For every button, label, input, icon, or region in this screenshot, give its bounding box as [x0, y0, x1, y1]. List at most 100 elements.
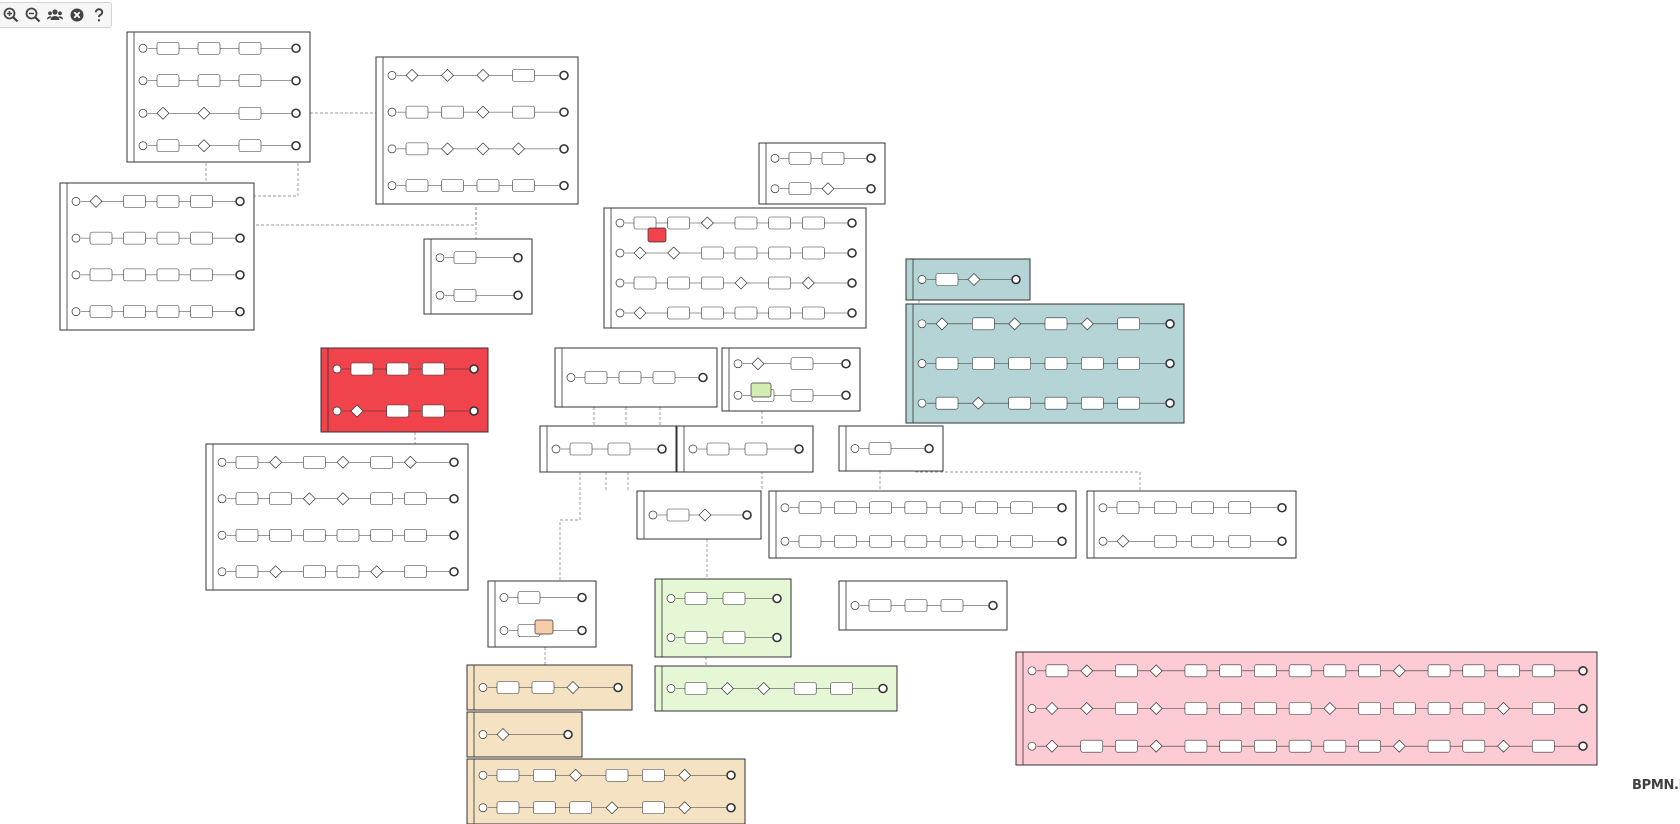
task	[607, 442, 631, 456]
task	[235, 528, 259, 542]
end-event	[866, 183, 876, 194]
gateway	[441, 68, 454, 82]
task	[1228, 501, 1252, 515]
gateway	[678, 768, 692, 782]
pool-frame	[320, 347, 489, 433]
pool-p14	[676, 425, 814, 473]
pool-p10	[554, 347, 718, 408]
end-event	[847, 248, 857, 258]
start-event	[780, 536, 790, 546]
task	[303, 565, 326, 579]
help-button[interactable]	[88, 3, 110, 27]
end-event	[235, 196, 245, 207]
pool-p07	[905, 258, 1031, 301]
task	[336, 565, 360, 579]
task	[238, 139, 262, 153]
users-button[interactable]	[44, 3, 66, 27]
end-event	[772, 632, 782, 643]
task	[453, 288, 477, 302]
pool-frame	[466, 758, 746, 824]
task	[768, 276, 791, 290]
task	[197, 74, 221, 88]
task	[1462, 739, 1486, 753]
task	[1081, 357, 1104, 370]
start-event	[770, 153, 780, 163]
task	[1184, 664, 1208, 678]
task	[190, 195, 213, 208]
task	[89, 305, 113, 318]
zoom-out-button[interactable]	[22, 3, 44, 27]
highlighted-task-green	[750, 382, 772, 398]
close-button[interactable]	[66, 3, 88, 27]
gateway	[1008, 317, 1022, 331]
task	[156, 195, 180, 208]
start-event	[217, 567, 227, 577]
end-event	[847, 218, 857, 228]
task	[904, 501, 928, 515]
task	[1080, 739, 1104, 753]
start-event	[71, 270, 81, 280]
gateway	[1497, 702, 1511, 715]
end-event	[469, 364, 479, 374]
task	[156, 305, 180, 318]
task	[904, 534, 928, 548]
start-event	[332, 364, 342, 374]
toolbar	[0, 2, 112, 28]
task	[422, 362, 445, 376]
task	[238, 74, 262, 88]
gateway	[1116, 534, 1130, 548]
gateway	[476, 68, 490, 82]
start-event	[917, 275, 927, 284]
task	[833, 501, 857, 515]
gateway	[441, 142, 454, 156]
task	[684, 631, 708, 644]
task	[1531, 664, 1555, 678]
task	[802, 216, 825, 230]
start-event	[435, 290, 445, 300]
bpmn-io-watermark[interactable]: BPMN.iO	[1632, 778, 1680, 793]
end-event	[841, 390, 851, 401]
task	[1117, 357, 1140, 370]
start-event	[499, 626, 509, 635]
pool-frame	[721, 347, 861, 412]
start-event	[850, 444, 860, 453]
end-event	[291, 43, 301, 54]
task	[404, 492, 427, 506]
task	[190, 231, 213, 245]
gateway	[633, 246, 647, 260]
gateway	[269, 455, 283, 469]
task	[303, 455, 326, 469]
task	[496, 801, 520, 815]
task	[734, 246, 758, 260]
gateway	[197, 139, 211, 153]
task	[1497, 664, 1520, 678]
task	[667, 216, 690, 230]
start-event	[615, 308, 625, 318]
task	[123, 231, 146, 245]
end-event	[657, 444, 667, 454]
end-event	[1011, 274, 1021, 285]
task	[531, 681, 555, 694]
task	[868, 599, 892, 612]
task	[1393, 702, 1416, 715]
pool-p18	[1086, 490, 1297, 559]
start-event	[71, 307, 81, 316]
pool-p26	[1015, 651, 1598, 766]
start-event	[566, 373, 576, 382]
task	[830, 682, 853, 695]
task	[404, 528, 427, 542]
pool-frame	[1086, 490, 1297, 559]
task	[496, 681, 520, 694]
zoom-in-icon	[3, 7, 19, 23]
task	[1115, 664, 1138, 678]
start-event	[666, 633, 676, 642]
zoom-in-button[interactable]	[0, 3, 22, 27]
task	[1008, 396, 1031, 410]
start-event	[917, 359, 927, 368]
task	[1044, 357, 1068, 370]
pool-p24	[466, 711, 583, 758]
task	[235, 492, 259, 506]
end-event	[878, 683, 888, 694]
task	[1427, 702, 1451, 715]
